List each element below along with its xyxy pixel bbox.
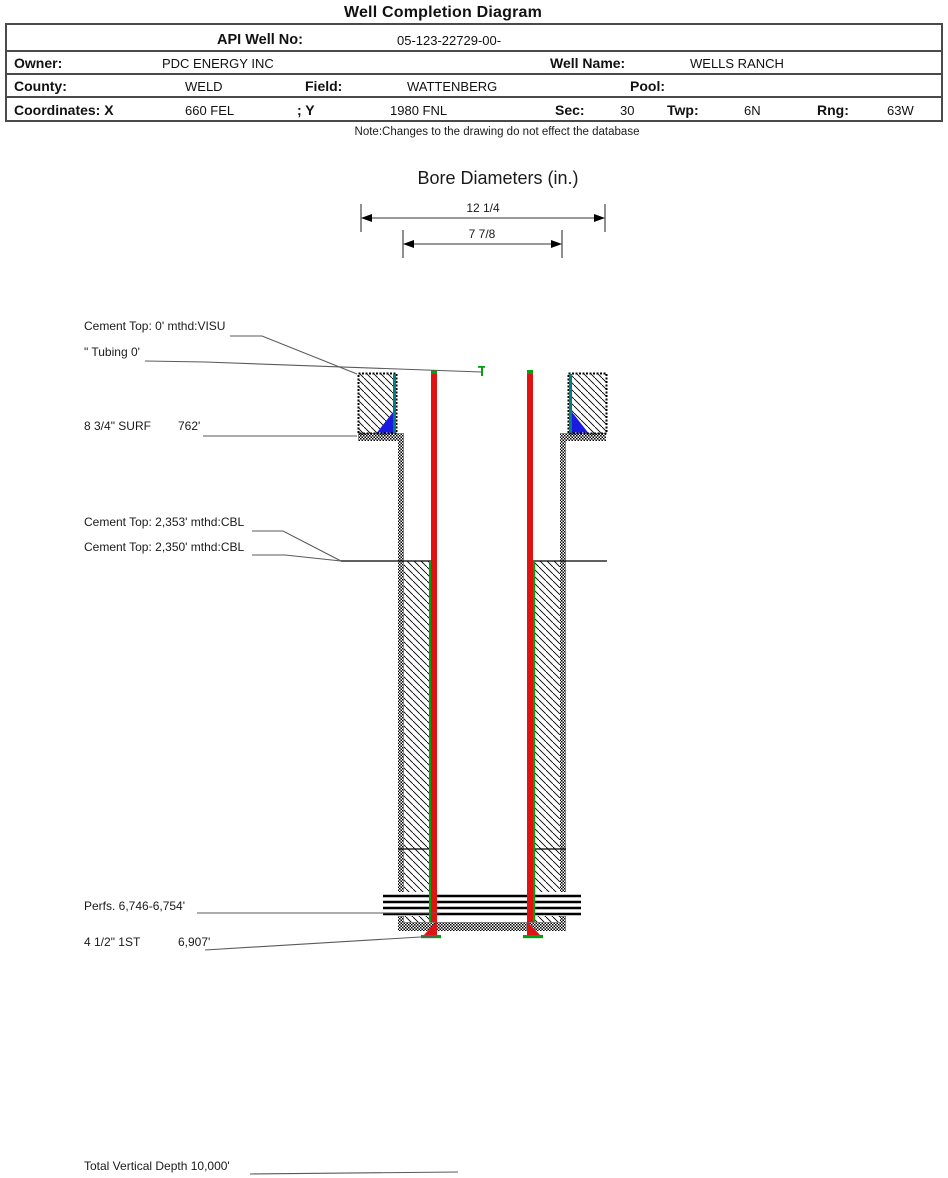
cement-column-left [404, 561, 431, 922]
surface-casing-wall-right [569, 374, 572, 433]
dim-arrow-right-outer [594, 214, 605, 222]
owner-label: Owner: [14, 55, 63, 71]
coord-x-value: 660 FEL [185, 103, 235, 118]
twp-value: 6N [744, 103, 761, 118]
label-surface-casing-depth: 762' [178, 419, 200, 433]
table-row-county: County: WELD Field: WATTENBERG Pool: [7, 75, 941, 98]
label-total-depth: Total Vertical Depth 10,000' [84, 1159, 230, 1173]
production-casing-right [527, 374, 533, 922]
pool-label: Pool: [630, 78, 665, 94]
sec-value: 30 [620, 103, 635, 118]
field-value: WATTENBERG [407, 79, 498, 94]
label-tubing: " Tubing 0' [84, 345, 140, 359]
label-cement-top-2350: Cement Top: 2,350' mthd:CBL [84, 540, 244, 554]
leader-cement-top-surface [230, 335, 358, 375]
casing-shoe-left [423, 921, 437, 936]
rng-value: 63W [887, 103, 914, 118]
casing-od-marker-right [533, 561, 536, 922]
leader-lines [144, 335, 482, 1175]
owner-value: PDC ENERGY INC [162, 56, 274, 71]
casing-shoe-right [527, 921, 541, 936]
surface-cement-block-left [357, 372, 398, 435]
well-name-label: Well Name: [550, 55, 626, 71]
table-row-api: API Well No: 05-123-22729-00- [7, 25, 941, 52]
bore-diameters-legend: Bore Diameters (in.) 12 1/4 7 7/8 [360, 168, 606, 258]
shoe-base-right [523, 935, 543, 939]
label-cement-top-surface: Cement Top: 0' mthd:VISU [84, 319, 225, 333]
rng-label: Rng: [817, 102, 849, 118]
surface-shoe-track-right [560, 433, 606, 441]
coord-y-label: ; Y [297, 102, 315, 118]
table-row-coordinates: Coordinates: X 660 FEL ; Y 1980 FNL Sec:… [7, 98, 941, 120]
leader-tubing [144, 360, 482, 373]
api-value: 05-123-22729-00- [397, 33, 502, 48]
bore-diameters-heading: Bore Diameters (in.) [417, 168, 578, 188]
surface-shoe-track-left [358, 433, 404, 441]
leader-production-casing [204, 935, 438, 951]
leader-total-depth [249, 1171, 459, 1175]
tubing-hanger-marker-top [478, 366, 485, 368]
casing-top-marker-right [527, 370, 533, 374]
casing-top-marker-left [431, 370, 437, 374]
page-title: Well Completion Diagram [343, 4, 543, 21]
database-note: Note:Changes to the drawing do not effec… [355, 126, 640, 138]
well-name-value: WELLS RANCH [690, 56, 784, 71]
county-label: County: [14, 78, 67, 94]
coordinates-label: Coordinates: X [14, 102, 114, 118]
twp-label: Twp: [667, 102, 699, 118]
well-info-table: API Well No: 05-123-22729-00- Owner: PDC… [5, 23, 943, 122]
surface-cement-shoe-left [377, 412, 393, 433]
leader-cement-top-2350 [252, 554, 342, 562]
coord-y-value: 1980 FNL [390, 103, 448, 118]
field-label: Field: [305, 78, 343, 94]
cement-column-right [533, 561, 560, 922]
production-casing-left [431, 374, 437, 922]
dim-arrow-left-outer [361, 214, 372, 222]
well-bottom-strip [398, 922, 566, 931]
label-cement-top-2353: Cement Top: 2,353' mthd:CBL [84, 515, 244, 529]
dim-arrow-left-inner [403, 240, 414, 248]
surface-casing-wall-left [393, 374, 396, 433]
perforation-lines [383, 894, 581, 916]
surface-cement-shoe-right [572, 412, 588, 433]
leader-cement-top-2353 [252, 530, 342, 562]
borehole-wall-left [398, 433, 404, 931]
api-label: API Well No: [217, 32, 303, 48]
label-perfs: Perfs. 6,746-6,754' [84, 899, 185, 913]
table-row-owner: Owner: PDC ENERGY INC Well Name: WELLS R… [7, 52, 941, 75]
inner-diameter-value: 7 7/8 [469, 227, 496, 241]
label-surface-casing-size: 8 3/4" SURF [84, 419, 151, 433]
county-value: WELD [185, 79, 223, 94]
label-production-casing-size: 4 1/2" 1ST [84, 935, 141, 949]
sec-label: Sec: [555, 102, 585, 118]
label-production-casing-depth: 6,907' [178, 935, 210, 949]
outer-diameter-value: 12 1/4 [466, 201, 500, 215]
tubing-hanger-marker [481, 367, 483, 376]
dim-arrow-right-inner [551, 240, 562, 248]
borehole-wall-right [560, 433, 566, 931]
casing-od-marker-left [429, 561, 432, 922]
